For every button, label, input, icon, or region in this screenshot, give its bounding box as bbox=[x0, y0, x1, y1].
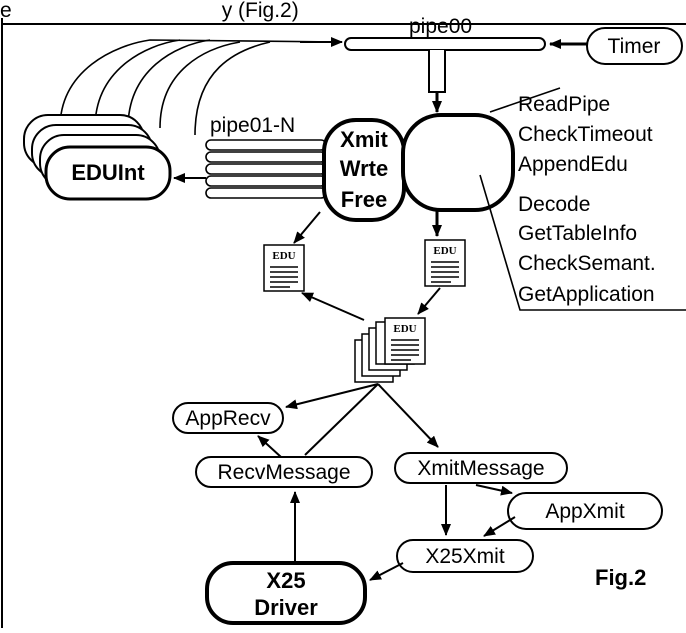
edu-int-label: EDUInt bbox=[71, 160, 145, 185]
pipe01-n-label: pipe01-N bbox=[210, 114, 295, 137]
op-checksemant: CheckSemant. bbox=[518, 252, 656, 275]
pipe01-n bbox=[205, 139, 327, 199]
edu-doc-stack: EDU bbox=[354, 317, 426, 383]
recv-message-node bbox=[195, 456, 373, 488]
svg-text:EDU: EDU bbox=[272, 250, 295, 262]
edu-doc-left: EDU bbox=[263, 244, 305, 292]
x25-xmit-node bbox=[396, 539, 534, 573]
arrow-stack-to-leftdoc bbox=[301, 292, 365, 321]
figure-label: Fig.2 bbox=[595, 565, 646, 590]
svg-text:EDU: EDU bbox=[433, 245, 456, 257]
x25-driver-label-2: Driver bbox=[254, 595, 318, 620]
edu-feed-curves bbox=[59, 39, 341, 136]
main-process-node bbox=[401, 113, 515, 212]
arrow-rightdoc-to-stack bbox=[417, 287, 441, 315]
edu-int-stack bbox=[23, 114, 172, 201]
app-xmit-node bbox=[507, 492, 663, 530]
pipe00 bbox=[344, 37, 546, 93]
pipe00-label: pipe00 bbox=[409, 15, 472, 38]
op-getapplication: GetApplication bbox=[518, 283, 655, 306]
app-xmit-label: AppXmit bbox=[545, 500, 625, 523]
arrow-xmit-to-doc bbox=[293, 211, 321, 244]
xmit-message-label: XmitMessage bbox=[417, 457, 544, 480]
op-appendedu: AppendEdu bbox=[518, 153, 628, 176]
recv-message-label: RecvMessage bbox=[217, 461, 350, 484]
timer-node bbox=[586, 27, 683, 65]
free-label: Free bbox=[341, 187, 387, 212]
wrte-label: Wrte bbox=[340, 156, 389, 181]
op-readpipe: ReadPipe bbox=[518, 93, 610, 116]
operations-bracket bbox=[479, 87, 686, 311]
x25-xmit-label: X25Xmit bbox=[425, 545, 505, 568]
operations-list: ReadPipe CheckTimeout AppendEdu Decode G… bbox=[518, 93, 656, 306]
op-gettableinfo: GetTableInfo bbox=[518, 222, 637, 245]
app-recv-label: AppRecv bbox=[185, 407, 271, 430]
xmit-label: Xmit bbox=[340, 127, 388, 152]
timer-label: Timer bbox=[608, 35, 661, 58]
app-recv-node bbox=[172, 402, 284, 434]
op-checktimeout: CheckTimeout bbox=[518, 123, 653, 146]
svg-text:EDU: EDU bbox=[393, 323, 416, 335]
op-decode: Decode bbox=[518, 193, 590, 216]
xmit-message-node bbox=[394, 452, 568, 484]
edu-doc-right: EDU bbox=[424, 239, 466, 287]
x25-driver-label-1: X25 bbox=[266, 568, 305, 593]
figure-frame bbox=[1, 18, 686, 628]
lower-flow-arrows bbox=[257, 383, 516, 581]
x25-driver-node bbox=[205, 561, 367, 625]
